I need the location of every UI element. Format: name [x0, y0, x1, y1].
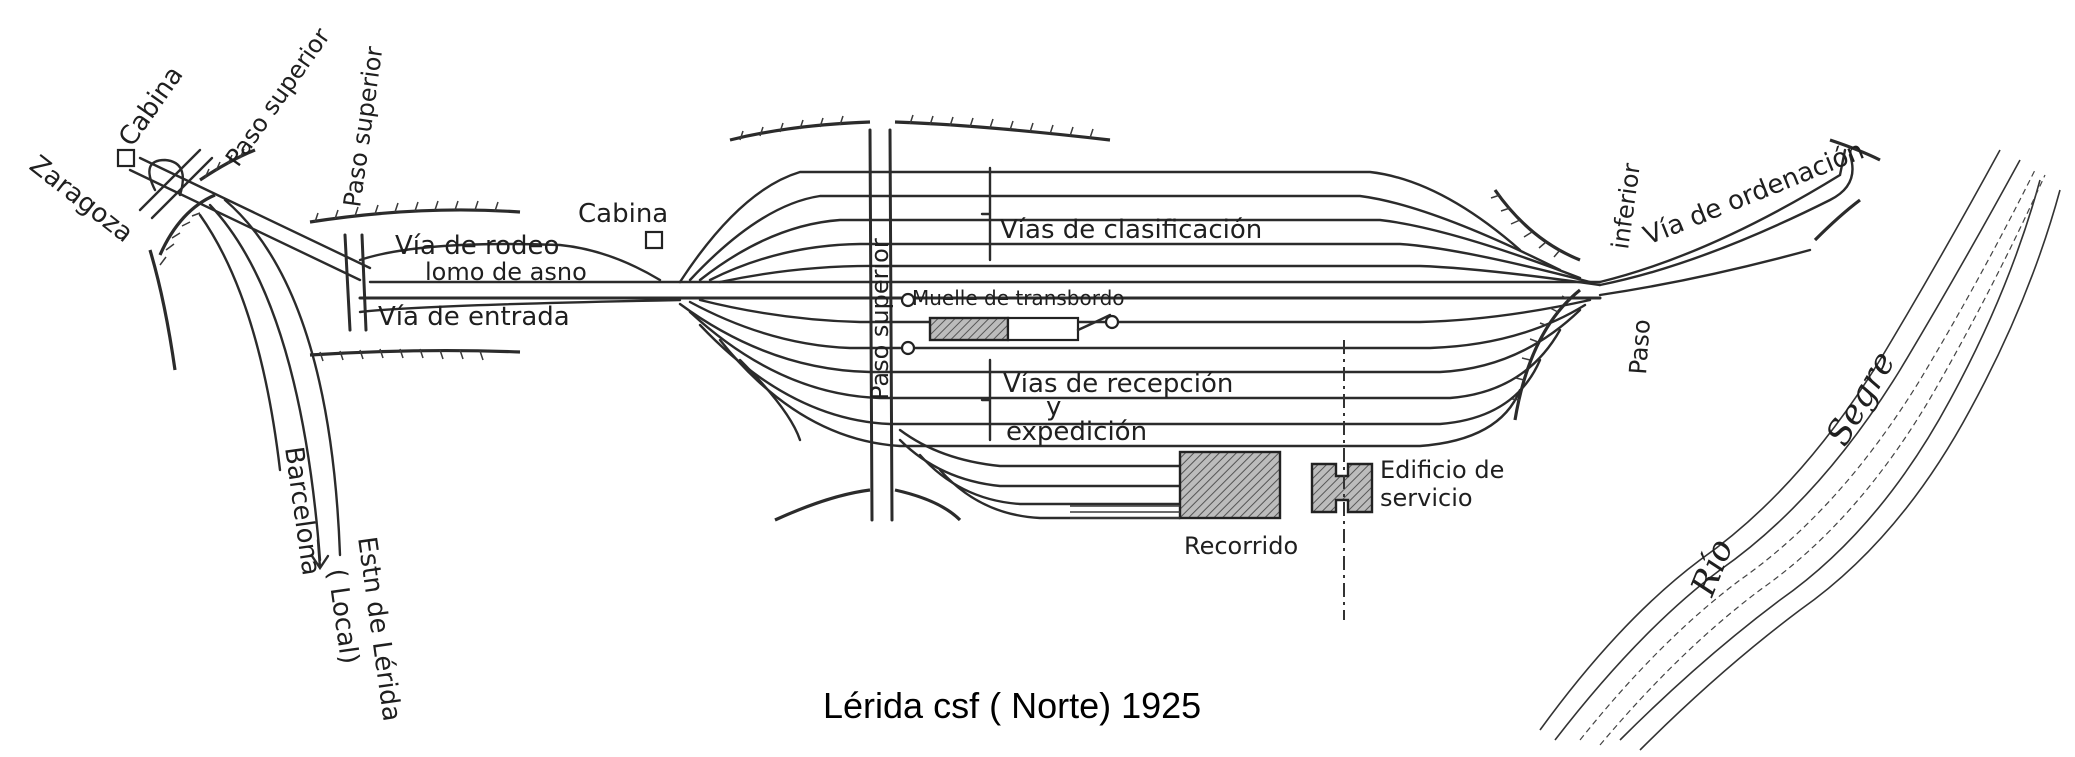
map-caption: Lérida csf ( Norte) 1925: [823, 685, 1201, 726]
label-rio-b: Segre: [1818, 345, 1903, 453]
label-expedicion: expedición: [1006, 417, 1147, 447]
edificio-servicio-building: [1310, 462, 1374, 514]
label-paso-inferior-a: inferior: [1606, 161, 1646, 250]
label-edificio-line2: servicio: [1380, 484, 1473, 512]
label-paso-superior-2: Paso superior: [338, 45, 388, 209]
label-paso-superior-1: Paso superior: [220, 23, 336, 172]
rio-segre: [1539, 149, 2061, 751]
direction-barcelona: Barcelona: [278, 445, 326, 578]
label-edificio-line1: Edificio de: [1380, 456, 1504, 484]
right-exit: [1490, 138, 1881, 421]
cabina-center-icon: [644, 230, 664, 250]
entrance-tracks: [309, 200, 1602, 362]
label-cabina-center: Cabina: [578, 199, 668, 229]
label-via-entrada: Vía de entrada: [378, 302, 570, 332]
label-vias-recepcion: Vías de recepción: [1003, 369, 1233, 399]
label-vias-clasificacion: Vías de clasificación: [1000, 215, 1262, 245]
cabina-left-icon: [116, 148, 136, 168]
label-paso-inferior-b: Paso: [1624, 318, 1656, 375]
label-paso-superior-3: Paso superior: [866, 238, 894, 400]
muelle-transbordo-building: [928, 316, 1010, 342]
label-muelle-transbordo: Muelle de transbordo: [912, 286, 1125, 310]
map-labels: Zaragoza Cabina Paso superior Paso super…: [24, 23, 1904, 726]
label-lomo-asno: lomo de asno: [425, 258, 587, 286]
label-recorrido: Recorrido: [1184, 532, 1298, 560]
label-cabina-left: Cabina: [113, 61, 189, 152]
recorrido-building: [1178, 450, 1282, 520]
left-junction: [116, 148, 372, 571]
main-yard: [678, 114, 1602, 620]
label-via-rodeo: Vía de rodeo: [395, 231, 559, 261]
label-y: y: [1046, 392, 1061, 422]
